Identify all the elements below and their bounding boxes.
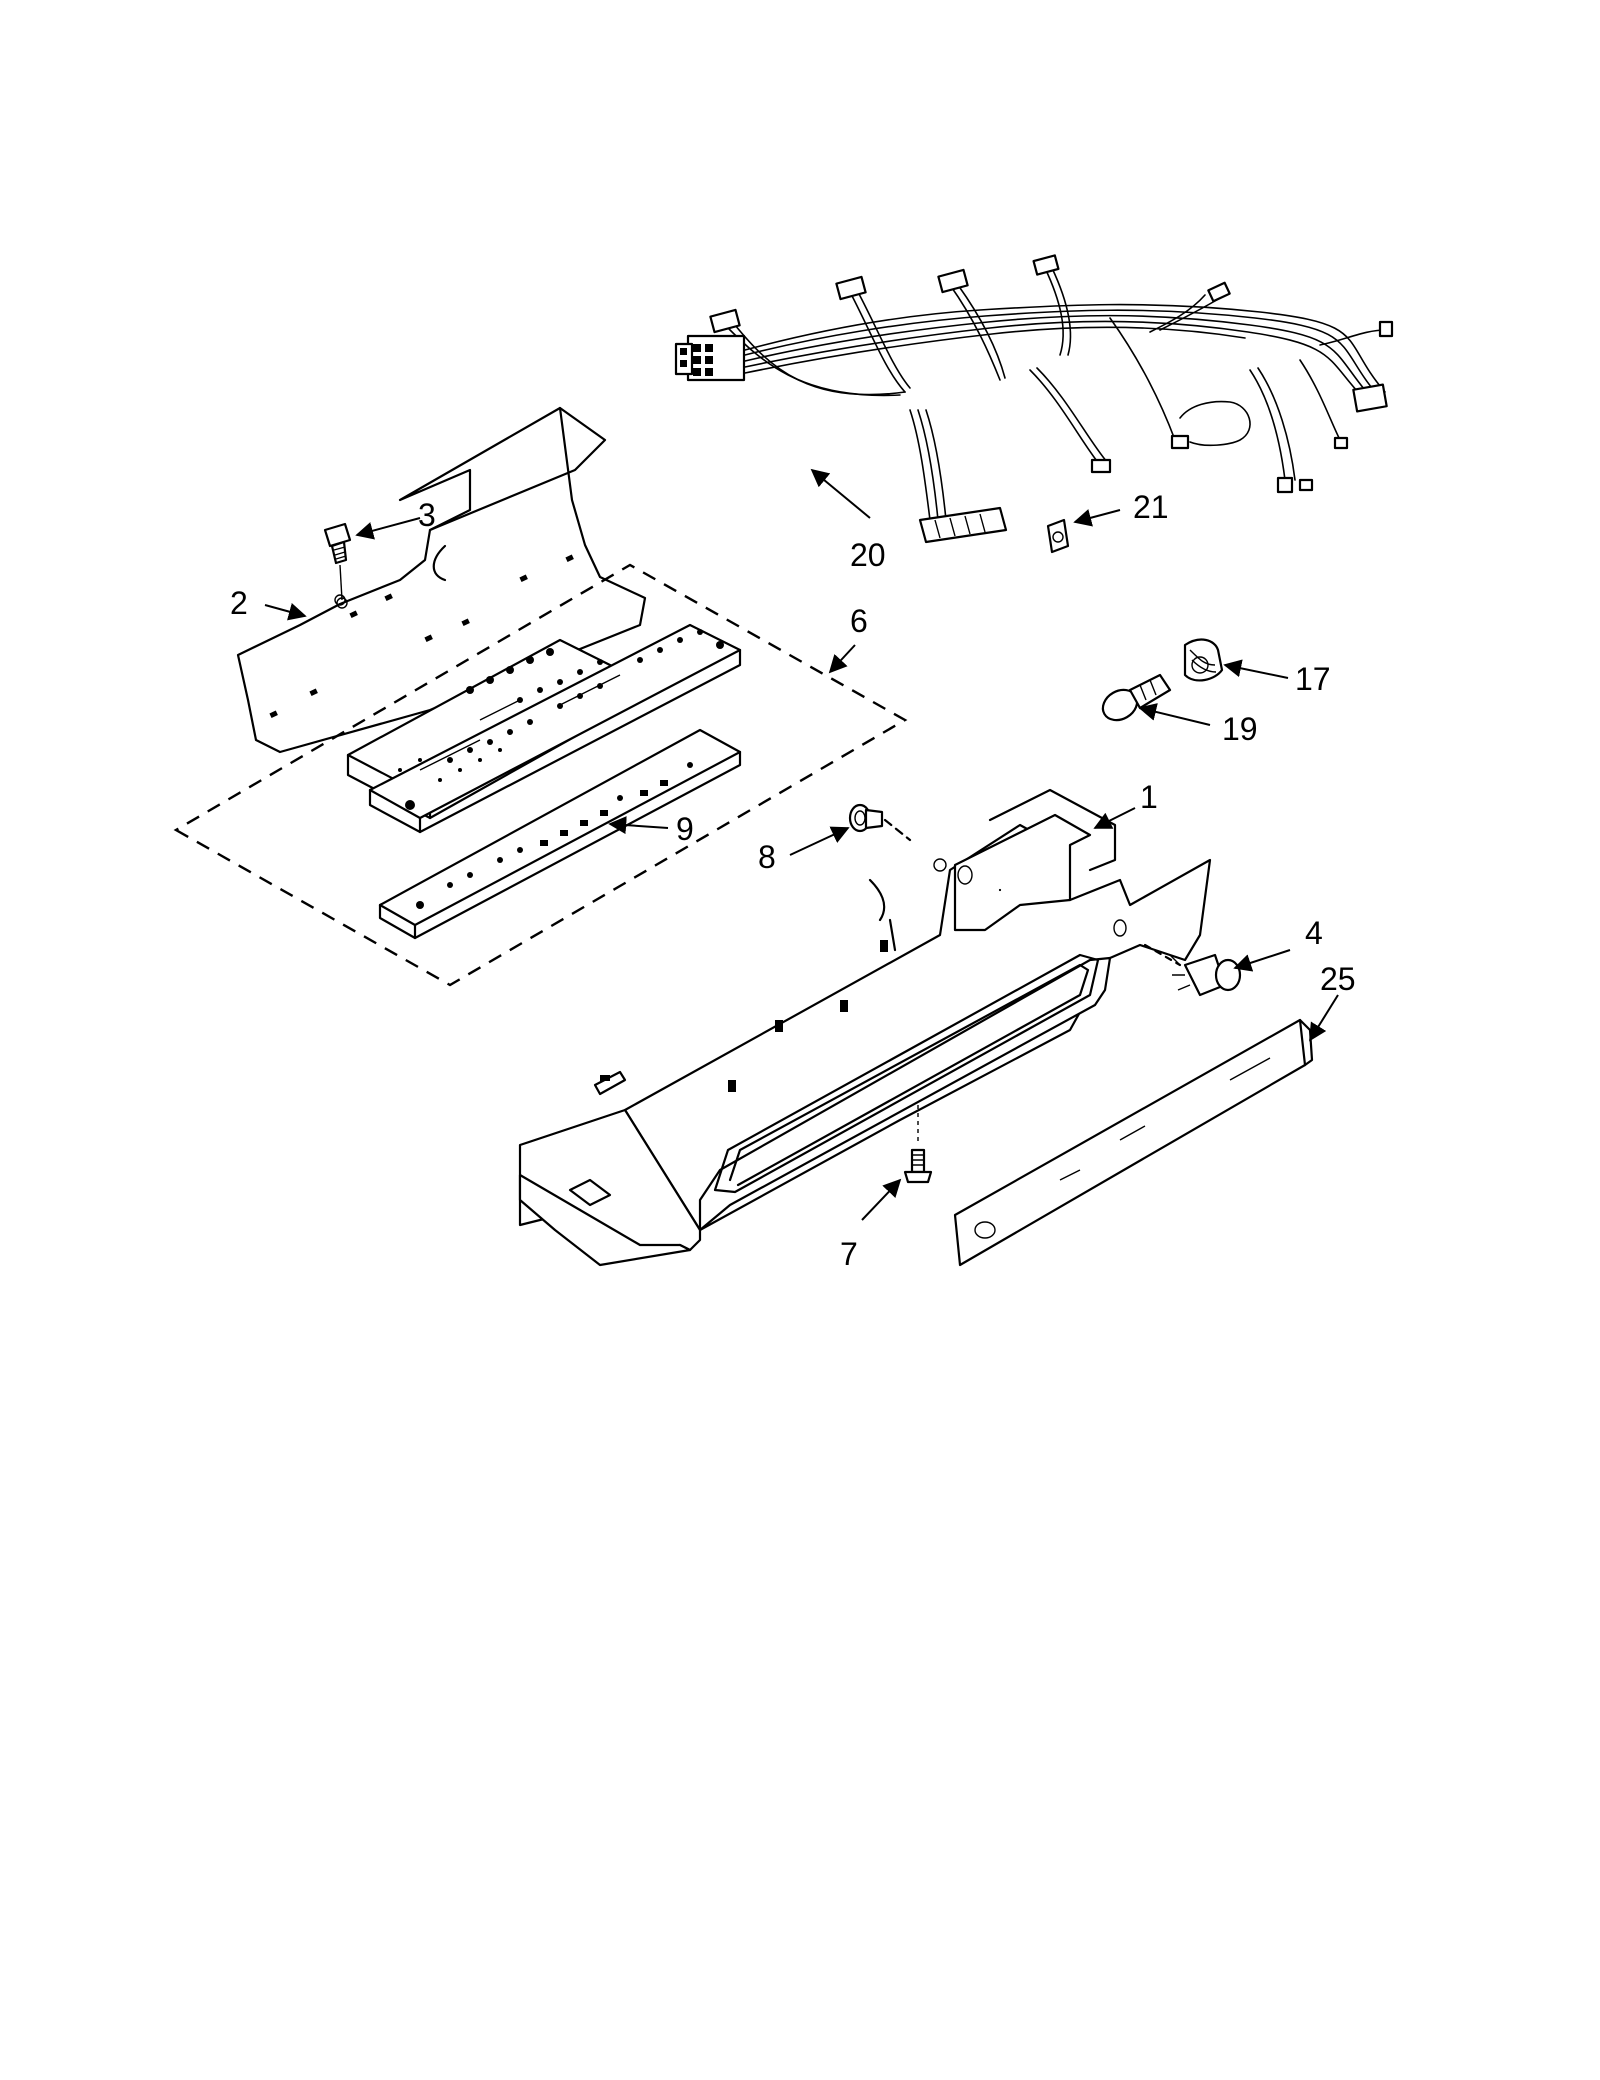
- leader-8: [789, 826, 850, 856]
- plug-connector-h: [1170, 434, 1190, 450]
- callout-3: 3: [418, 497, 436, 533]
- plug-connector-b: [835, 275, 867, 301]
- callout-20: 20: [850, 537, 886, 573]
- leader-9: [608, 816, 669, 835]
- leader-6: [828, 644, 856, 674]
- part-4-switch: [1143, 943, 1242, 997]
- callout-2: 2: [230, 585, 248, 621]
- main-connector-block: [674, 334, 746, 382]
- callout-17: 17: [1295, 661, 1331, 697]
- callout-21: 21: [1133, 489, 1169, 525]
- part-21-clip: [1046, 518, 1070, 554]
- part-8-grommet: [848, 803, 1002, 892]
- plug-connector-a: [709, 308, 741, 334]
- leader-2: [264, 603, 307, 621]
- leader-1: [1093, 807, 1136, 829]
- plug-connector-l: [1378, 320, 1394, 338]
- part-6-assembly-outline: [173, 563, 908, 987]
- part-2-mounting-plate: [236, 406, 647, 754]
- callout-1: 1: [1140, 779, 1158, 815]
- leader-lines: [264, 468, 1339, 1221]
- part-9-display-board: [378, 728, 742, 940]
- callout-labels: 3 2 6 20 21 17 19 9 8 1 4 25 7: [230, 489, 1356, 1272]
- part-17-lamp-socket: [1183, 638, 1224, 682]
- leader-17: [1223, 659, 1289, 679]
- part-19-light-bulb: [1101, 673, 1172, 722]
- part-25-nameplate: [953, 1018, 1314, 1267]
- flat-connector: [918, 506, 1008, 544]
- leader-25: [1309, 994, 1339, 1042]
- part-7-screw: [903, 1105, 933, 1184]
- part-3-screw: [323, 522, 352, 609]
- plug-connector-c: [937, 268, 969, 294]
- plug-connector-e: [1207, 281, 1231, 303]
- wiring-harness: [674, 254, 1394, 544]
- plug-connector-k: [1333, 436, 1349, 450]
- plug-connector-i: [1276, 476, 1294, 494]
- callout-6: 6: [850, 603, 868, 639]
- part-6-control-board: [346, 623, 742, 834]
- leader-20: [810, 468, 871, 519]
- part-1-control-housing: [518, 788, 1212, 1267]
- leader-7: [861, 1178, 902, 1221]
- leader-3: [355, 517, 421, 540]
- callout-19: 19: [1222, 711, 1258, 747]
- plug-connector-d: [1032, 254, 1060, 276]
- leader-21: [1073, 509, 1121, 527]
- leader-19: [1138, 703, 1211, 726]
- plug-connector-j: [1298, 478, 1314, 492]
- plug-connector-g: [1090, 458, 1112, 474]
- plug-connector-f: [1352, 383, 1388, 413]
- callout-9: 9: [676, 811, 694, 847]
- leader-4: [1233, 949, 1291, 972]
- callout-7: 7: [840, 1236, 858, 1272]
- callout-8: 8: [758, 839, 776, 875]
- callout-4: 4: [1305, 915, 1323, 951]
- callout-25: 25: [1320, 961, 1356, 997]
